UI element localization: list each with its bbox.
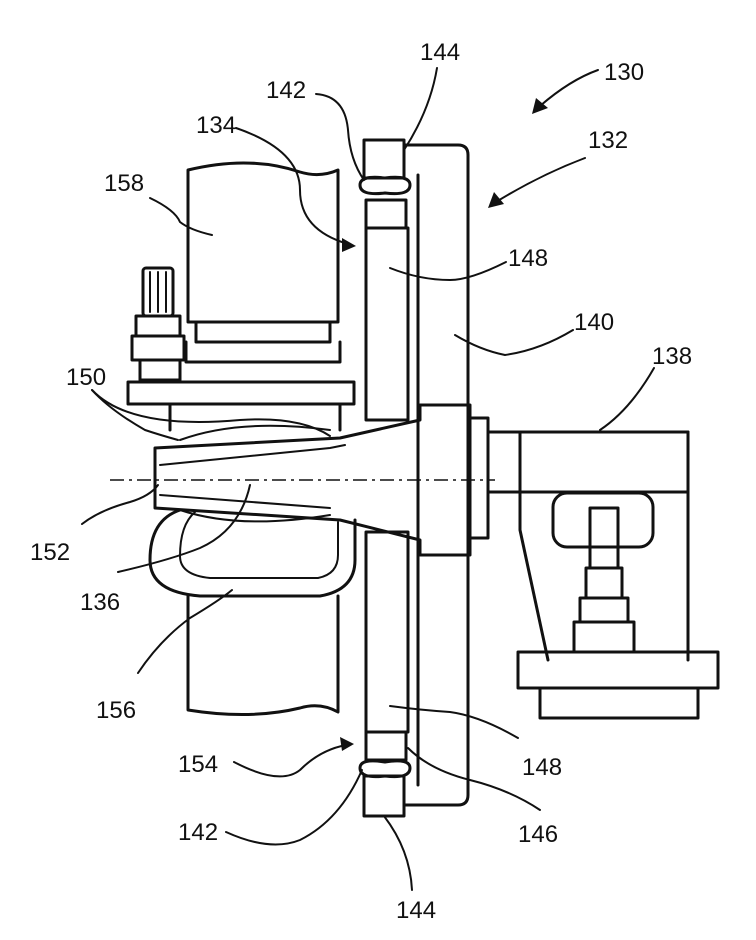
label-148-top: 148	[508, 245, 548, 272]
disc-plate-140	[405, 145, 468, 805]
label-136: 136	[80, 589, 120, 616]
label-152: 152	[30, 539, 70, 566]
fitting	[132, 268, 184, 380]
spindle-136	[110, 405, 495, 555]
right-assembly-138	[488, 432, 718, 718]
label-134: 134	[196, 112, 236, 139]
leader-lines	[82, 68, 654, 890]
label-154: 154	[178, 751, 218, 778]
label-138: 138	[652, 343, 692, 370]
label-144-bottom: 144	[396, 897, 436, 924]
label-142-top: 142	[266, 77, 306, 104]
label-132: 132	[588, 127, 628, 154]
label-156: 156	[96, 697, 136, 724]
motor-housing-158	[186, 163, 340, 362]
upper-arm-148	[360, 140, 410, 420]
lower-arm-148	[360, 532, 410, 816]
label-144-top: 144	[420, 39, 460, 66]
label-142-bottom: 142	[178, 819, 218, 846]
label-150: 150	[66, 364, 106, 391]
label-158: 158	[104, 170, 144, 197]
label-148-bottom: 148	[522, 754, 562, 781]
reference-labels: 130 132 134 142 144 158 148 140 138 150 …	[30, 39, 692, 924]
label-130: 130	[604, 59, 644, 86]
label-146: 146	[518, 821, 558, 848]
label-140: 140	[574, 309, 614, 336]
mount-plate	[128, 382, 354, 430]
lower-body	[188, 596, 338, 715]
bracket-156	[150, 510, 355, 596]
